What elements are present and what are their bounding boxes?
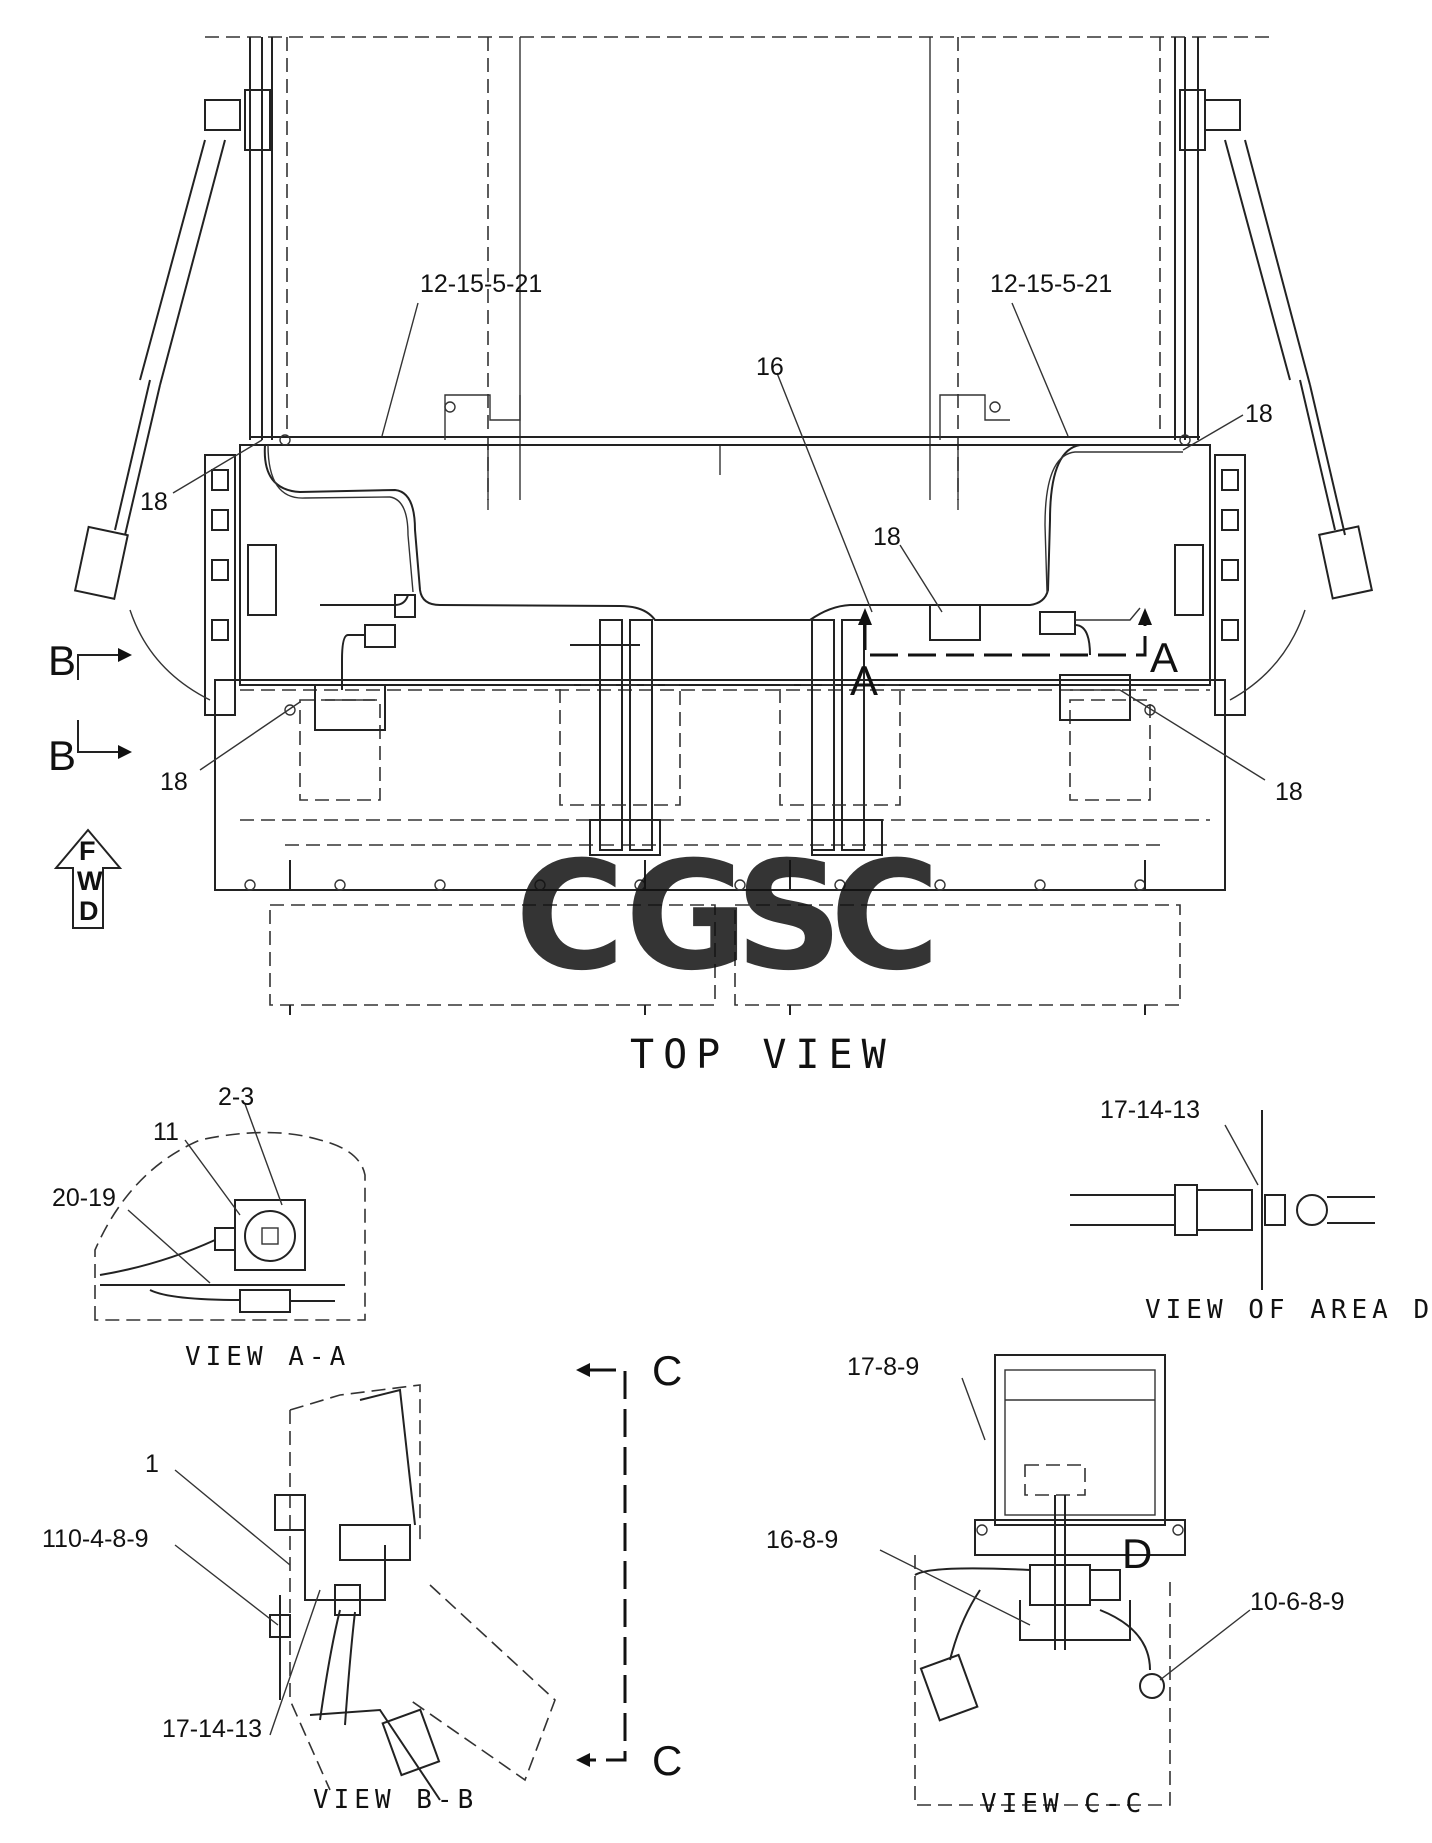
callout-18-right-upper: 18 xyxy=(1245,400,1273,428)
callout-110-4-8-9: 110-4-8-9 xyxy=(42,1525,149,1553)
watermark-letter-g: G xyxy=(625,830,748,1004)
view-b-b-drawing: 1 110-4-8-9 17-14-13 VIEW B-B xyxy=(42,1384,556,1815)
view-area-d-title: VIEW OF AREA D xyxy=(1145,1295,1432,1325)
section-c-c-cut: C C xyxy=(576,1347,682,1784)
callout-16-8-9: 16-8-9 xyxy=(766,1526,838,1554)
callout-10-6-8-9: 10-6-8-9 xyxy=(1250,1588,1345,1616)
right-junction-box xyxy=(1059,674,1131,721)
view-c-c-title: VIEW C-C xyxy=(981,1789,1146,1819)
callout-12-15-5-21-right: 12-15-5-21 xyxy=(990,270,1112,298)
frame-bolts xyxy=(244,401,1191,891)
callout-12-15-5-21-left: 12-15-5-21 xyxy=(420,270,542,298)
fwd-letter-d: D xyxy=(79,896,99,926)
view-a-a-title: VIEW A-A xyxy=(185,1342,350,1372)
callout-17-8-9: 17-8-9 xyxy=(847,1353,919,1381)
view-b-b-title: VIEW B-B xyxy=(313,1785,478,1815)
fwd-arrow-icon xyxy=(53,828,123,929)
watermark-letter-s: S xyxy=(735,830,843,1004)
callout-16: 16 xyxy=(756,353,784,381)
top-view-drawing: 12-15-5-21 12-15-5-21 18 18 18 16 18 18 … xyxy=(48,36,1374,1078)
left-cylinder xyxy=(73,99,241,701)
callout-17-14-13-view-b: 17-14-13 xyxy=(162,1715,262,1743)
callout-18-left-upper: 18 xyxy=(140,488,168,516)
watermark-letter-c1: C xyxy=(515,830,625,1004)
section-a-left-label: A xyxy=(850,657,878,704)
right-cylinder xyxy=(1204,99,1374,701)
callout-20-19: 20-19 xyxy=(52,1184,116,1212)
fwd-letter-w: W xyxy=(77,866,103,896)
callout-11: 11 xyxy=(153,1118,179,1146)
section-c-lower-label: C xyxy=(652,1737,682,1784)
callout-17-14-13-area-d: 17-14-13 xyxy=(1100,1096,1200,1124)
section-c-upper-label: C xyxy=(652,1347,682,1394)
callout-18-center: 18 xyxy=(873,523,901,551)
view-c-c-drawing: 17-8-9 16-8-9 10-6-8-9 D VIEW C-C xyxy=(766,1353,1345,1819)
callout-1: 1 xyxy=(145,1450,159,1478)
section-d-label: D xyxy=(1122,1530,1152,1577)
left-junction-box xyxy=(314,684,386,731)
view-area-d-drawing: 17-14-13 VIEW OF AREA D xyxy=(1070,1096,1432,1325)
section-b-upper-label: B xyxy=(48,637,76,684)
callout-18-left-lower: 18 xyxy=(160,768,188,796)
section-b-lower-label: B xyxy=(48,732,76,779)
callout-18-right-lower: 18 xyxy=(1275,778,1303,806)
fwd-letter-f: F xyxy=(79,836,96,866)
callout-2-3: 2-3 xyxy=(218,1083,254,1111)
view-a-a-drawing: 2-3 11 20-19 VIEW A-A xyxy=(52,1083,366,1372)
section-a-right-label: A xyxy=(1150,634,1178,681)
watermark-letter-c2: C xyxy=(830,830,940,1004)
top-view-title: TOP VIEW xyxy=(630,1032,895,1078)
wiring-harness xyxy=(263,444,1183,690)
watermark-logo: C G S C xyxy=(515,830,940,1004)
